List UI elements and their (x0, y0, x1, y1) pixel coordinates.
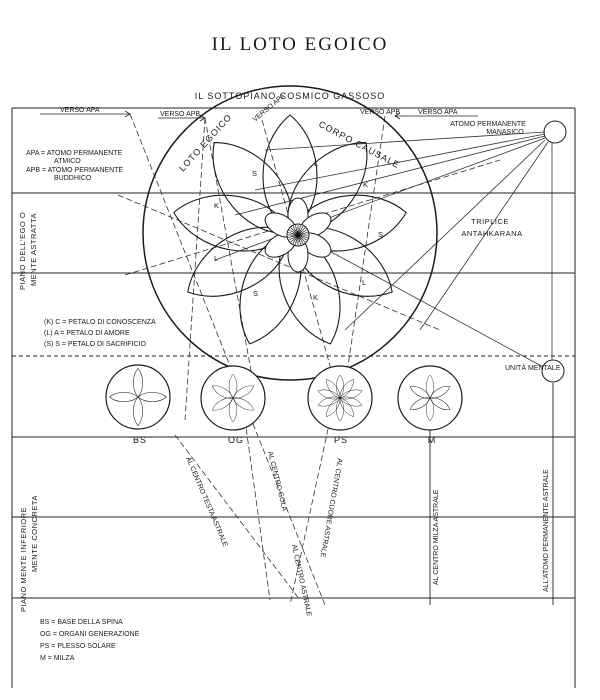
dash-apb-left (184, 117, 206, 421)
label-mente-concreta: MENTE CONCRETA (30, 495, 39, 572)
label-unita-mentale: UNITÀ MENTALE (505, 363, 561, 372)
manasic-atom (543, 120, 567, 144)
petal-letter-k-upper-left: K (214, 201, 219, 210)
label-centro-cuore: AL CENTRO CUORE ASTRALE (319, 458, 343, 558)
label-corpo-causale: CORPO CAUSALE (317, 119, 402, 170)
label-piano-mente-inferiore: PIANO MENTE INFERIORE (19, 507, 28, 612)
chakra-label-ps: PS (334, 435, 348, 445)
label-atomo-astrale: ALL'ATOMO PERMANENTE ASTRALE (543, 469, 550, 592)
label-verso-apb-right: VERSO APB (360, 109, 400, 116)
chakra-label-og: OG (228, 435, 244, 445)
petal-letter-s-top: S (252, 169, 257, 178)
legend-apa-2: ATMICO (54, 158, 81, 165)
dash-apa-mid (261, 119, 346, 421)
legend-og: OG = ORGANI GENERAZIONE (40, 631, 140, 638)
frame (11, 107, 576, 688)
label-antahkarana: ANTAHKARANA (461, 229, 522, 238)
jewel-icon (286, 223, 310, 247)
petal-letter-l-upper-right: L (314, 159, 318, 168)
legend-bs: BS = BASE DELLA SPINA (40, 619, 123, 626)
dash-gola (244, 419, 271, 601)
label-centro-testa: AL CENTRO TESTA ASTRALE (184, 456, 228, 548)
dash-cross-2 (124, 159, 501, 276)
astral-lines (429, 383, 554, 605)
dash-apa-left (129, 113, 326, 606)
legend-ps: PS = PLESSO SOLARE (40, 643, 116, 650)
label-centro-gola: AL CENTRO GOLA (266, 451, 288, 512)
label-atomo-manasico-2: MANASICO (486, 129, 524, 136)
petal-letter-l-left: L (214, 254, 218, 263)
label-verso-apb-left: VERSO APB (160, 111, 200, 118)
chakra-bs (105, 364, 171, 430)
petal-letter-l-lower-right: L (362, 278, 366, 287)
legend-petal-k: (K) C = PETALO DI CONOSCENZA (44, 319, 156, 326)
chakra-label-m: M (428, 435, 437, 445)
legend-m: M = MILZA (40, 655, 75, 662)
petal-letter-s-lower-left: S (253, 289, 258, 298)
dashed-lines (117, 113, 501, 606)
legend-petal-s: (S) S = PETALO DI SACRIFICIO (44, 341, 147, 348)
legend-apa-1: APA = ATOMO PERMANENTE (26, 150, 123, 157)
label-piano-ego: PIANO DELL'EGO O (18, 212, 27, 290)
top-arrows (40, 110, 478, 122)
dash-cuore (289, 419, 331, 606)
label-mente-astratta: MENTE ASTRATTA (29, 213, 38, 286)
label-centro-milza: AL CENTRO MILZA ASTRALE (433, 489, 440, 585)
label-triplice: TRIPLICE (471, 217, 509, 226)
petal-letter-k-right: K (363, 180, 368, 189)
mental-unit-circle (541, 359, 565, 383)
page-title: IL LOTO EGOICO (211, 34, 389, 55)
dash-apb-2 (204, 117, 261, 421)
label-atomo-manasico-1: ATOMO PERMANENTE (450, 121, 526, 128)
chakra-m (397, 365, 463, 431)
legend-apb-1: APB = ATOMO PERMANENTE (26, 167, 124, 174)
legend-petal-l: (L) A = PETALO DI AMORE (44, 330, 130, 337)
label-verso-apa-right: VERSO APA (418, 109, 458, 116)
chakra-og (200, 365, 266, 431)
petal-letter-k-lower: K (313, 293, 318, 302)
label-verso-apa-left: VERSO APA (60, 107, 100, 114)
legend-apb-2: BUDDHICO (54, 175, 92, 182)
dash-head (174, 434, 301, 601)
subtitle: IL SOTTOPIANO COSMICO GASSOSO (195, 91, 386, 101)
petal-letter-s-right: S (378, 230, 383, 239)
chakra-ps (307, 365, 373, 431)
chakra-label-bs: BS (133, 435, 147, 445)
causal-body-circle (142, 85, 438, 381)
